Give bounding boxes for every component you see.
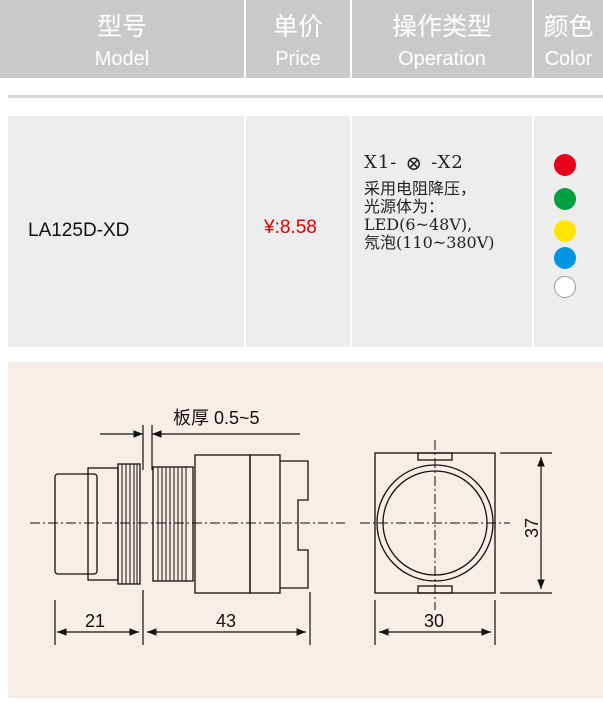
header-model: 型号 Model	[0, 0, 244, 78]
side-housing	[194, 454, 251, 594]
header-operation-cn: 操作类型	[391, 12, 492, 41]
thread-hatching	[121, 464, 187, 584]
side-housing-2	[249, 454, 281, 594]
side-sleeve	[87, 467, 119, 581]
model-value: LA125D-XD	[28, 220, 130, 241]
operation-x2: -X2	[431, 152, 464, 173]
plate-thickness-label: 板厚 0.5~5	[173, 408, 260, 428]
operation-x1: X1-	[364, 152, 398, 173]
drawing-svg: 板厚 0.5~5 21 43 30 37	[30, 408, 552, 645]
header-color-cn: 颜色	[543, 12, 594, 41]
front-tab-top	[417, 452, 453, 461]
header-color-en: Color	[544, 48, 593, 70]
dim-21-label: 21	[85, 611, 105, 631]
header-price: 单价 Price	[246, 0, 350, 78]
operation-line-4: LED(6~48V),	[364, 215, 473, 234]
lamp-symbol-icon: ⊗	[405, 151, 424, 175]
operation-text: X1- ⊗ -X2 采用电阻降压， 光源体为： LED(6~48V), 氖泡(1…	[364, 151, 495, 252]
front-tab-bottom	[417, 585, 453, 594]
header-price-cn: 单价	[272, 12, 323, 41]
operation-line-1: X1- ⊗ -X2	[364, 151, 495, 175]
plate-thickness-marks	[100, 425, 300, 470]
header-operation: 操作类型 Operation	[352, 0, 532, 78]
front-outer-ring	[376, 464, 494, 582]
side-thread-right	[152, 466, 194, 582]
cell-model: LA125D-XD	[8, 116, 244, 347]
dim-30-label: 30	[424, 611, 444, 631]
color-dot-yellow	[554, 220, 576, 242]
operation-line-5: 氖泡(110~380V)	[364, 233, 495, 252]
side-cap	[54, 473, 98, 575]
header-color: 颜色 Color	[534, 0, 603, 78]
dimension-drawing: 板厚 0.5~5 21 43 30 37	[8, 362, 603, 698]
cell-operation: X1- ⊗ -X2 采用电阻降压， 光源体为： LED(6~48V), 氖泡(1…	[352, 116, 532, 347]
side-nut-left	[117, 463, 141, 585]
color-dot-white	[554, 276, 576, 298]
header-model-cn: 型号	[96, 12, 147, 41]
separator-line	[8, 95, 603, 98]
dim-43-label: 43	[216, 611, 236, 631]
operation-line-3: 光源体为：	[364, 197, 445, 216]
header-price-en: Price	[275, 48, 321, 70]
front-inner-ring	[382, 470, 488, 576]
operation-line-2: 采用电阻降压，	[364, 179, 477, 198]
cell-price: ¥:8.58	[246, 116, 350, 347]
header-model-en: Model	[94, 48, 150, 70]
color-dot-red	[554, 154, 576, 176]
cell-color	[534, 116, 603, 347]
color-dot-green	[554, 188, 576, 210]
header-operation-en: Operation	[398, 48, 486, 70]
color-dot-blue	[554, 247, 576, 269]
dim-37-label: 37	[522, 518, 542, 538]
side-terminal	[280, 460, 309, 589]
price-value: ¥:8.58	[264, 217, 317, 238]
